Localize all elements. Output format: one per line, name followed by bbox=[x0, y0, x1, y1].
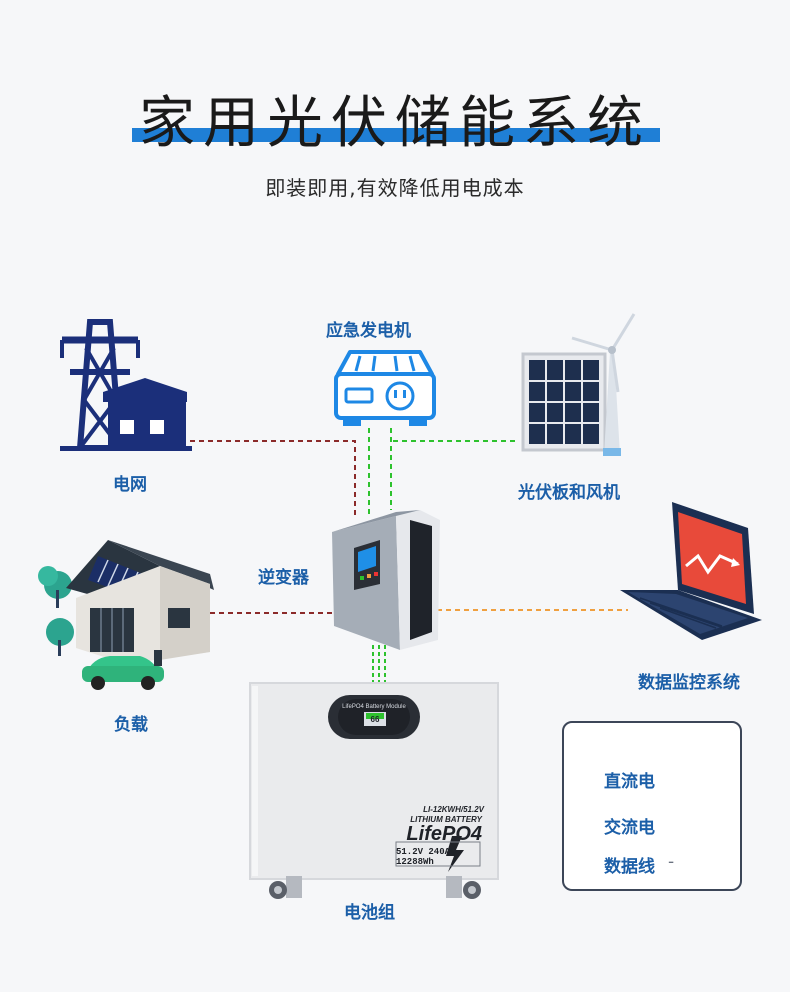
battery-pack-icon bbox=[249, 682, 499, 899]
label-generator: 应急发电机 bbox=[326, 321, 411, 341]
battery-labels: LifePO4 Battery Module 66 LI-12KWH/51.2V… bbox=[342, 704, 485, 867]
connection-lines bbox=[190, 428, 628, 684]
legend-box bbox=[562, 721, 742, 891]
page-title: 家用光伏储能系统 bbox=[139, 91, 651, 156]
laptop-icon bbox=[620, 502, 762, 640]
battery-spec1-label: 51.2V 240Ah bbox=[396, 847, 455, 857]
generator-icon bbox=[334, 350, 436, 426]
battery-display-value: 66 bbox=[371, 715, 380, 724]
battery-module-label: LifePO4 Battery Module bbox=[342, 704, 406, 710]
label-battery: 电池组 bbox=[344, 903, 395, 923]
page-subtitle: 即装即用,有效降低用电成本 bbox=[265, 176, 525, 200]
label-load: 负载 bbox=[114, 715, 148, 735]
load-house-icon bbox=[38, 540, 214, 690]
label-pv-wind: 光伏板和风机 bbox=[518, 483, 620, 503]
label-monitoring: 数据监控系统 bbox=[638, 673, 740, 693]
ac-line-grid bbox=[190, 440, 356, 515]
label-grid: 电网 bbox=[113, 475, 147, 495]
legend-label-data: 数据线 bbox=[604, 857, 655, 877]
legend-trailing-mark: - bbox=[668, 852, 675, 872]
grid-icon bbox=[60, 319, 192, 451]
title-underline bbox=[132, 128, 660, 142]
legend-label-ac: 交流电 bbox=[604, 818, 655, 838]
label-inverter: 逆变器 bbox=[258, 568, 309, 588]
inverter-icon bbox=[332, 510, 440, 650]
battery-brand-label: LifePO4 bbox=[406, 823, 482, 845]
pv-wind-icon bbox=[521, 313, 636, 456]
battery-type-label: LITHIUM BATTERY bbox=[410, 815, 482, 824]
battery-model-label: LI-12KWH/51.2V bbox=[423, 805, 485, 814]
legend-label-dc: 直流电 bbox=[604, 772, 655, 792]
battery-spec2-label: 12288Wh bbox=[396, 857, 434, 867]
